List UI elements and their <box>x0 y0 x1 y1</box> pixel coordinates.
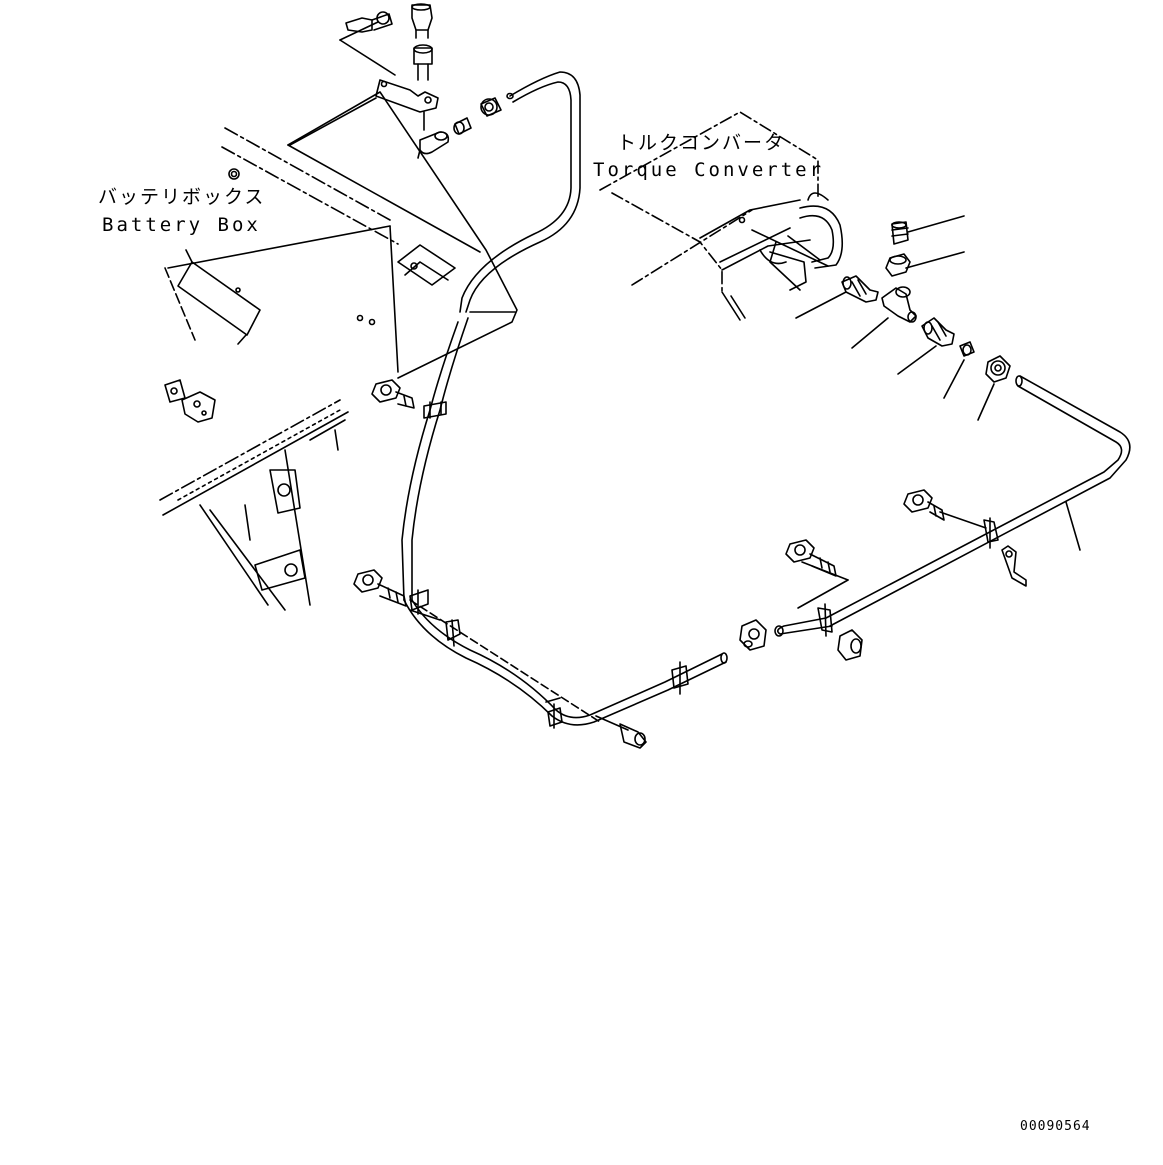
battery-box-label-jp: バッテリボックス <box>98 186 266 208</box>
torque-converter-label-en: Torque Converter <box>593 159 825 181</box>
frame-outline <box>160 380 348 610</box>
tube-right <box>740 376 1130 660</box>
torque-converter-label-jp: トルクコンバータ <box>617 132 786 154</box>
tube-clamps <box>410 402 688 728</box>
battery-box-label-en: Battery Box <box>102 214 261 236</box>
tube-lower <box>404 600 727 748</box>
drawing-number: 00090564 <box>1020 1119 1091 1134</box>
torque-converter-outline <box>600 112 842 320</box>
top-fittings <box>290 4 513 158</box>
fitting-assembly <box>796 216 1010 420</box>
tube-bolts <box>354 380 414 606</box>
battery-box-outline <box>165 92 517 378</box>
tube-upper <box>402 72 580 600</box>
